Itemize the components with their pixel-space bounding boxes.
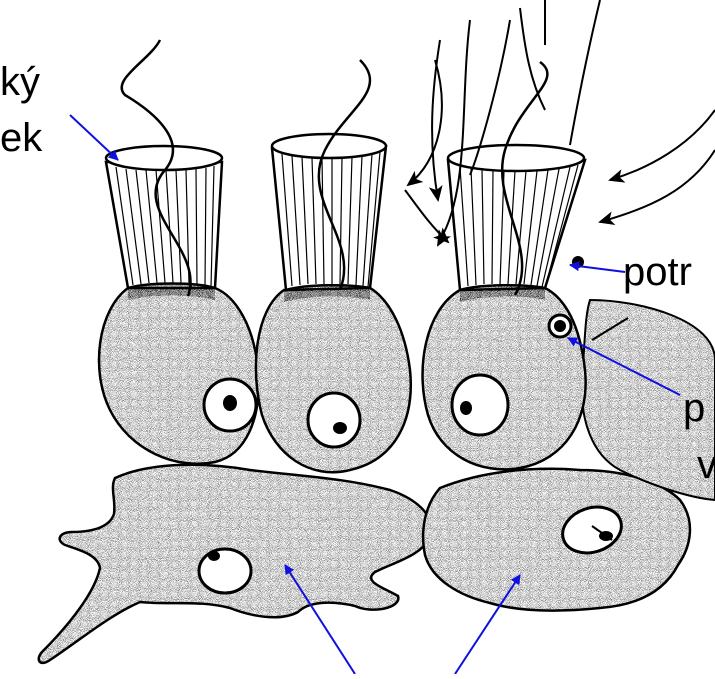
collar-icon (106, 146, 222, 288)
nucleus-icon (452, 375, 508, 435)
choanocyte-cell-1 (99, 40, 259, 464)
amoeboid-cell-right (423, 469, 690, 611)
nucleus-icon (308, 393, 360, 447)
label-vacuole-line2: v (697, 445, 715, 485)
nucleus-icon (199, 549, 251, 593)
label-food: potr (623, 252, 692, 292)
collar-icon (448, 145, 585, 290)
label-collar-line2: ek (0, 118, 42, 158)
pointer-collar (70, 115, 118, 160)
food-vacuole-icon (549, 315, 571, 337)
choanocyte-cell-2 (256, 60, 411, 472)
amoeboid-cell-left (39, 465, 432, 663)
label-vacuole-line1: p (683, 388, 705, 428)
label-collar-line1: ký (0, 62, 40, 102)
choanocyte-cell-3 (423, 62, 586, 469)
nucleus-icon (204, 379, 256, 431)
pointer-food (570, 265, 625, 272)
collar-icon (272, 134, 386, 290)
